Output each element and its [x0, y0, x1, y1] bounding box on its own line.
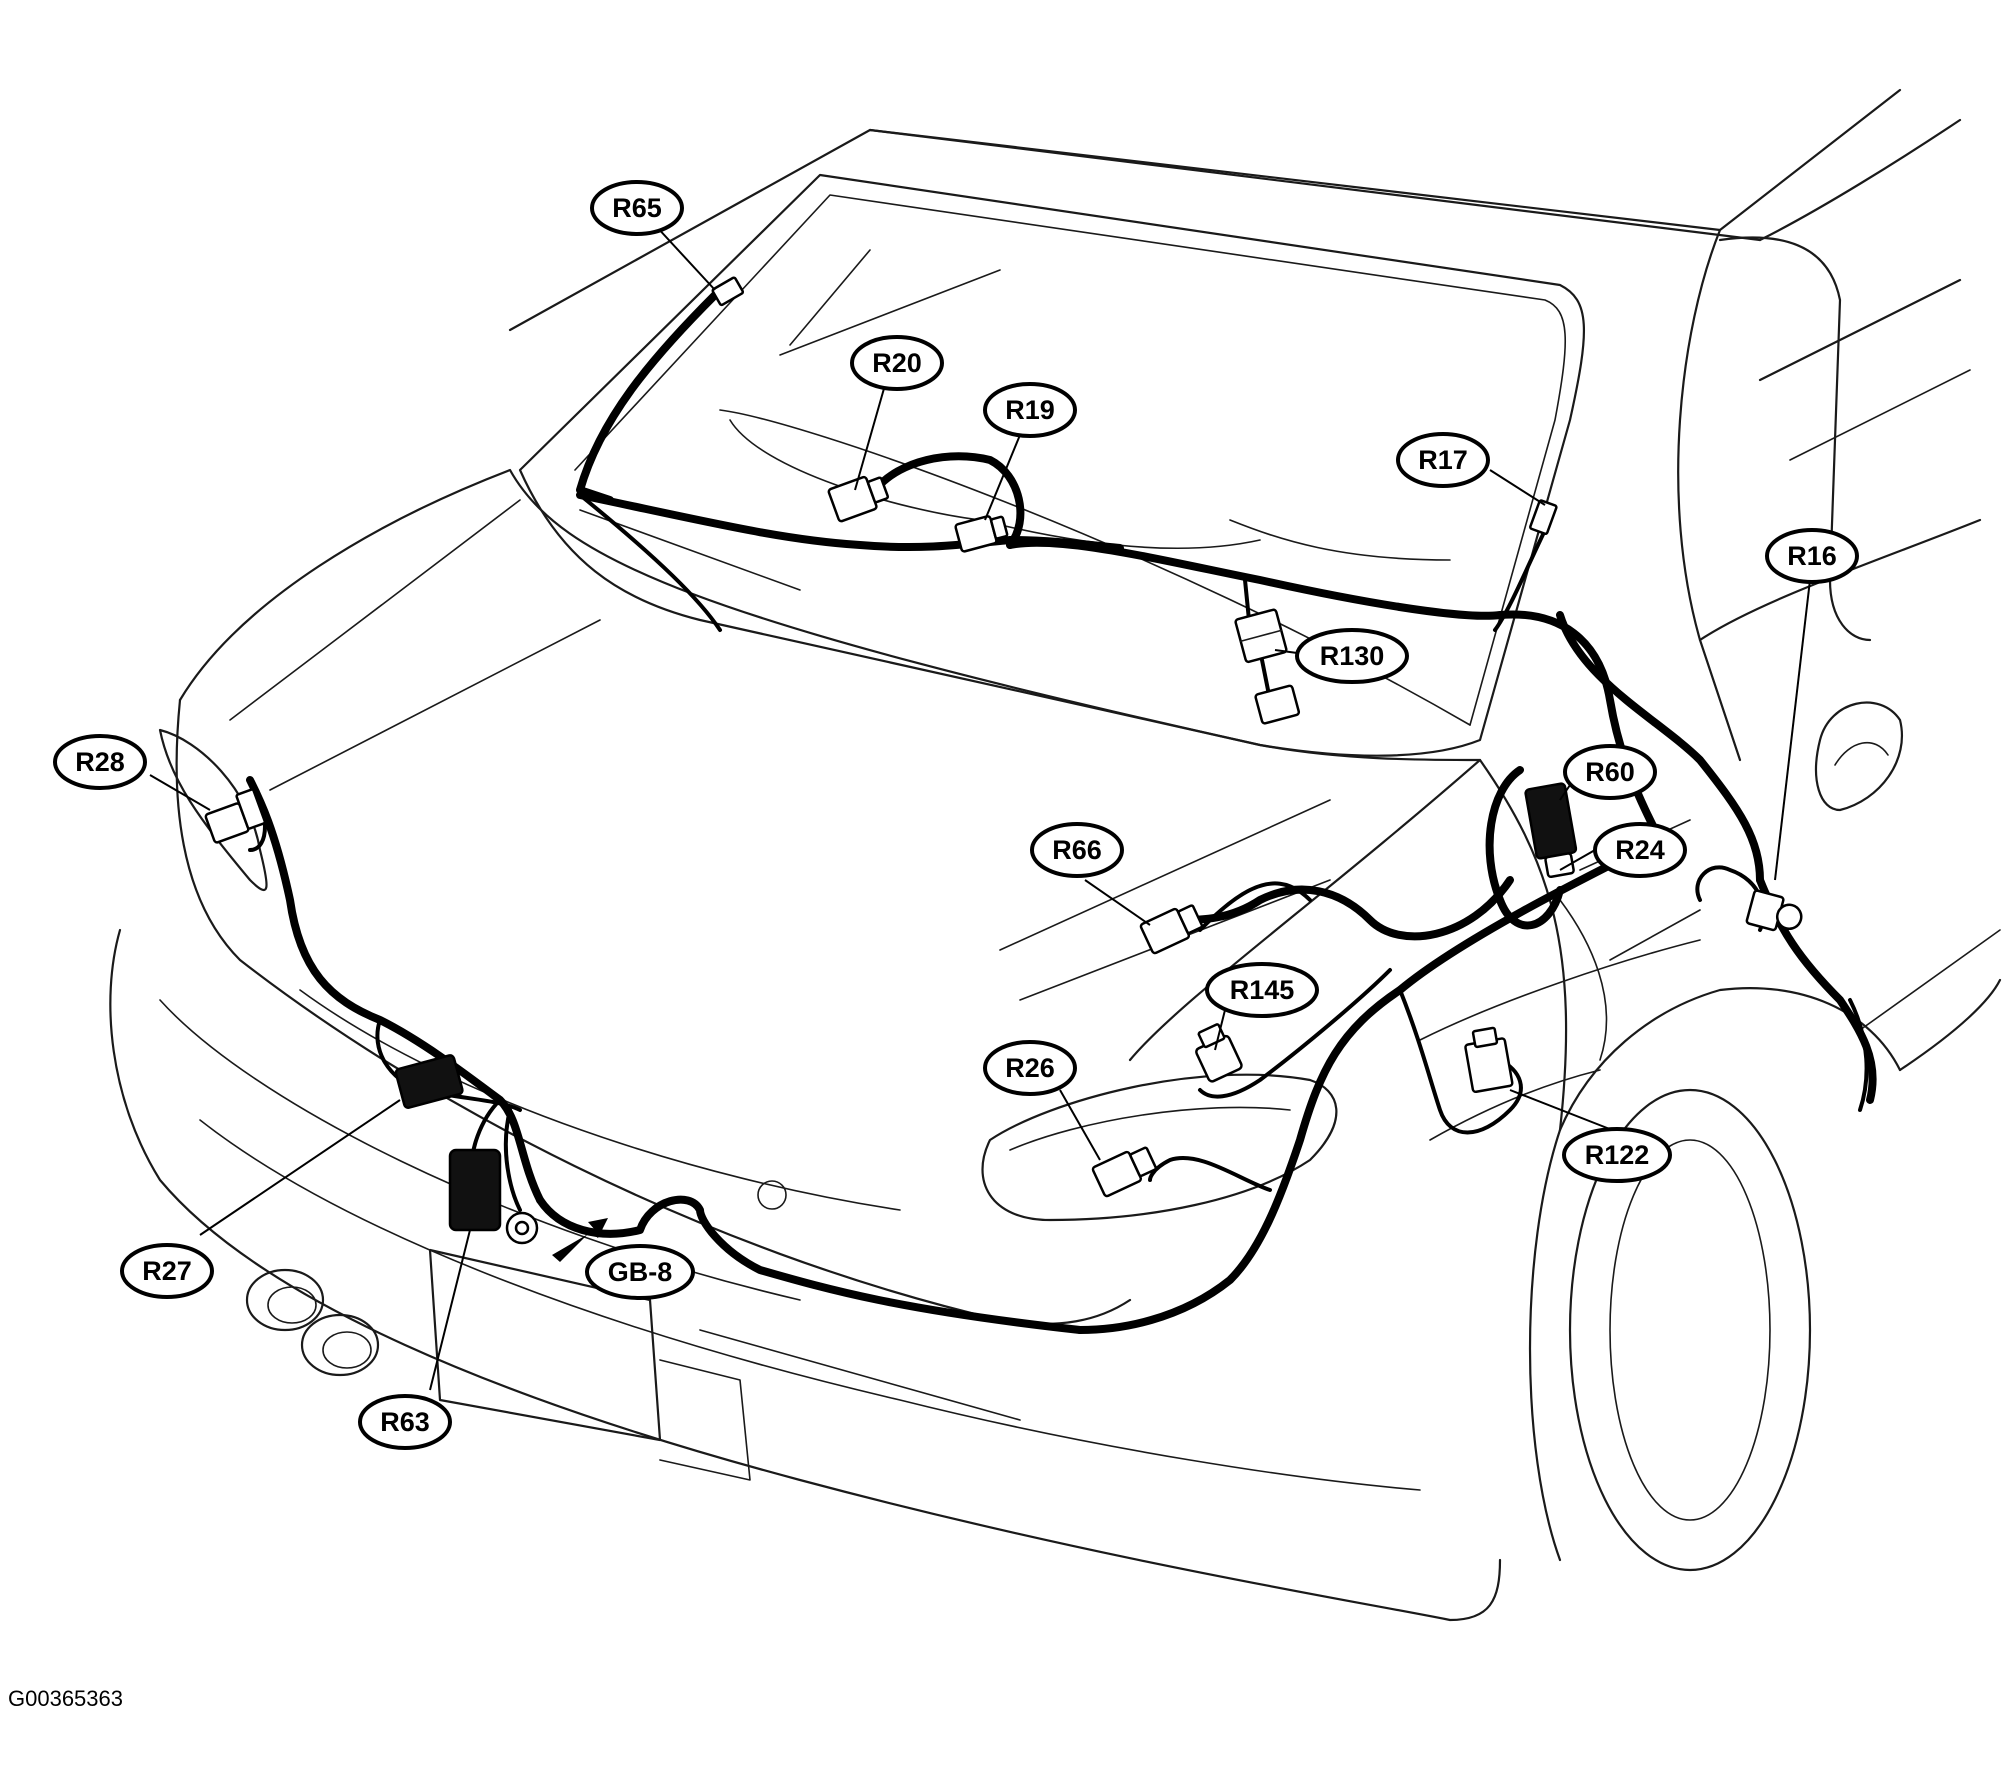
- callout-r122-label: R122: [1585, 1140, 1650, 1170]
- connector-r20: [827, 475, 890, 523]
- callout-r20-label: R20: [872, 348, 922, 378]
- connector-r130-lower: [1254, 684, 1301, 725]
- trunk-lock: [757, 1180, 787, 1210]
- connector-r66: [1139, 904, 1204, 955]
- callout-r66-label: R66: [1052, 835, 1102, 865]
- callout-r28: R28: [53, 734, 147, 790]
- callout-r63: R63: [358, 1394, 452, 1450]
- gb8-arrow-icon: [552, 1218, 608, 1262]
- connector-r65: [711, 276, 745, 307]
- callout-r24-label: R24: [1615, 835, 1665, 865]
- callout-r19-label: R19: [1005, 395, 1055, 425]
- callout-r122: R122: [1562, 1127, 1672, 1183]
- callout-r130-label: R130: [1320, 641, 1385, 671]
- figure-id: G00365363: [8, 1686, 123, 1711]
- callout-r26-label: R26: [1005, 1053, 1055, 1083]
- connector-r26: [1091, 1146, 1157, 1198]
- connector-r19: [954, 515, 1009, 553]
- callout-r65: R65: [590, 180, 684, 236]
- callout-r65-label: R65: [612, 193, 662, 223]
- callout-r24: R24: [1593, 822, 1687, 878]
- connector-r63: [448, 1148, 502, 1232]
- callout-gb8-label: GB-8: [608, 1257, 673, 1287]
- callout-r28-label: R28: [75, 747, 125, 777]
- connector-r16: [1745, 889, 1803, 932]
- connector-r60: [1524, 782, 1578, 879]
- connector-r130-upper: [1234, 608, 1288, 664]
- callout-r27: R27: [120, 1243, 214, 1299]
- callout-r60: R60: [1563, 744, 1657, 800]
- callout-r20: R20: [850, 335, 944, 391]
- connector-r145: [1195, 1023, 1243, 1083]
- callout-r63-label: R63: [380, 1407, 430, 1437]
- callout-r27-label: R27: [142, 1256, 192, 1286]
- callout-r17-label: R17: [1418, 445, 1468, 475]
- connectors: [204, 276, 1803, 1262]
- connector-r17: [1529, 499, 1558, 536]
- callout-r66: R66: [1030, 822, 1124, 878]
- ground-terminal-gb8: [505, 1211, 539, 1245]
- connector-r28: [204, 788, 267, 844]
- callout-r19: R19: [983, 382, 1077, 438]
- callout-gb8: GB-8: [585, 1244, 695, 1300]
- callout-r60-label: R60: [1585, 757, 1635, 787]
- callout-r16-label: R16: [1787, 541, 1837, 571]
- connector-r27: [394, 1054, 464, 1109]
- wiring-harness: [246, 291, 1877, 1334]
- callout-r17: R17: [1396, 432, 1490, 488]
- callout-r130: R130: [1295, 628, 1409, 684]
- connector-r122: [1464, 1026, 1514, 1094]
- callout-r16: R16: [1765, 528, 1859, 584]
- callout-r26: R26: [983, 1040, 1077, 1096]
- callout-r145-label: R145: [1230, 975, 1295, 1005]
- callout-r145: R145: [1205, 962, 1319, 1018]
